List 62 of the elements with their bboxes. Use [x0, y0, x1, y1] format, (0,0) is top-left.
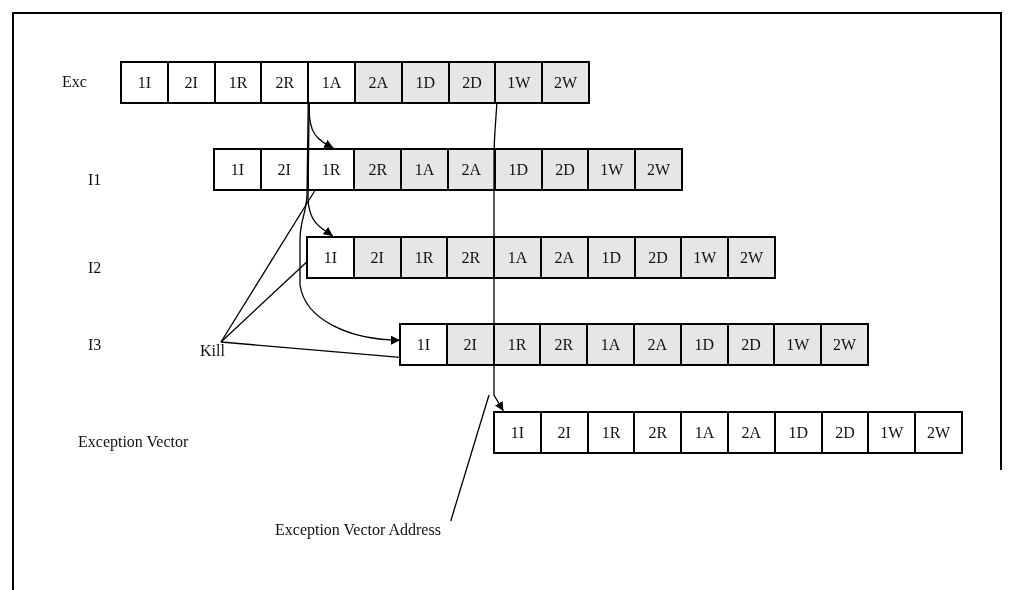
leader-line [450, 394, 490, 522]
pipeline-stage-cell: 2I [352, 236, 402, 279]
row-label: I2 [88, 259, 102, 277]
pipeline-stage-cell: 2R [260, 61, 310, 104]
pipeline-stage-cell: 1W [494, 61, 544, 104]
pipeline-stage-cell: 1W [587, 148, 637, 191]
pipeline-stage-cell: 2D [447, 61, 497, 104]
pipeline-stage-cell: 1R [213, 61, 263, 104]
pipeline-stage-cell: 2D [633, 236, 683, 279]
pipeline-stage-cell: 2R [633, 411, 683, 454]
pipeline-stage-cell: 1R [399, 236, 449, 279]
annotation-text: Exception Vector Address [275, 521, 441, 539]
pipeline-stage-cell: 1D [400, 61, 450, 104]
pipeline-stage-cell: 2W [914, 411, 963, 454]
row-label: Exception Vector [78, 433, 189, 451]
pipeline-stage-cell: 1I [493, 411, 542, 454]
pipeline-stage-cell: 1D [493, 148, 543, 191]
row-label: I1 [88, 171, 102, 189]
pipeline-stage-cell: 2A [354, 61, 403, 104]
pipeline-stage-cell: 1A [680, 411, 729, 454]
pipeline-stage-cell: 1I [120, 61, 169, 104]
pipeline-stage-cell: 1A [493, 236, 542, 279]
pipeline-stage-cell: 1R [586, 411, 636, 454]
pipeline-stage-cell: 2R [539, 323, 589, 366]
pipeline-stage-cell: 1I [213, 148, 262, 191]
pipeline-stage-cell: 1A [307, 61, 356, 104]
pipeline-stage-cell: 2D [540, 148, 590, 191]
pipeline-stage-cell: 2W [634, 148, 683, 191]
pipeline-stage-cell: 2A [633, 323, 682, 366]
arrow [307, 103, 334, 237]
pipeline-stage-cell: 2W [541, 61, 590, 104]
pipeline-stage-cell: 2W [727, 236, 776, 279]
pipeline-stage-cell: 2D [820, 411, 870, 454]
leader-line [220, 341, 401, 359]
pipeline-stage-cell: 2A [727, 411, 776, 454]
pipeline-stage-cell: 2A [447, 148, 496, 191]
leader-line [220, 190, 316, 343]
pipeline-stage-cell: 2I [445, 323, 495, 366]
pipeline-stage-cell: 2R [353, 148, 403, 191]
pipeline-stage-cell: 2D [726, 323, 776, 366]
pipeline-stage-cell: 1W [773, 323, 823, 366]
pipeline-stage-cell: 1D [773, 411, 823, 454]
pipeline-stage-cell: 1I [306, 236, 355, 279]
arrow [493, 103, 504, 412]
pipeline-stage-cell: 2I [259, 148, 309, 191]
arrow [299, 103, 401, 345]
row-label: Exc [62, 73, 87, 91]
pipeline-stage-cell: 1W [680, 236, 730, 279]
annotation-text: Kill [200, 342, 225, 360]
pipeline-stage-cell: 1A [586, 323, 635, 366]
pipeline-stage-cell: 2I [166, 61, 216, 104]
pipeline-stage-cell: 2A [540, 236, 589, 279]
pipeline-stage-cell: 1D [586, 236, 636, 279]
pipeline-stage-cell: 1D [679, 323, 729, 366]
pipeline-stage-cell: 1A [400, 148, 449, 191]
pipeline-stage-cell: 2R [446, 236, 496, 279]
pipeline-stage-cell: 1I [399, 323, 448, 366]
row-label: I3 [88, 336, 102, 354]
pipeline-stage-cell: 2W [820, 323, 869, 366]
pipeline-stage-cell: 2I [539, 411, 589, 454]
leader-line [220, 261, 308, 343]
pipeline-stage-cell: 1W [867, 411, 917, 454]
